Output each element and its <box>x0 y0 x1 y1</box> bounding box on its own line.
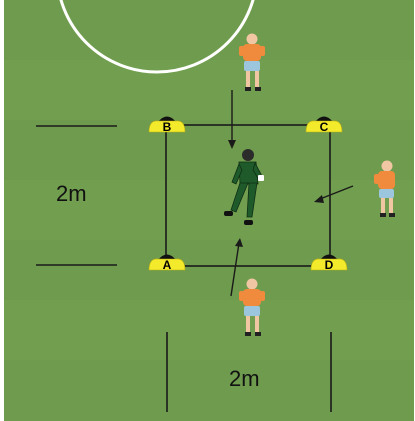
keeper-glove <box>258 175 264 181</box>
cone-label-a: A <box>163 258 172 272</box>
cone-label-b: B <box>163 120 172 134</box>
cone-label-c: C <box>320 120 329 134</box>
dimension-label-left: 2m <box>56 181 87 206</box>
dimension-label-bottom: 2m <box>229 366 260 391</box>
keeper-boot-right <box>244 220 253 225</box>
keeper-boot-left <box>224 211 233 216</box>
cone-label-d: D <box>325 258 334 272</box>
